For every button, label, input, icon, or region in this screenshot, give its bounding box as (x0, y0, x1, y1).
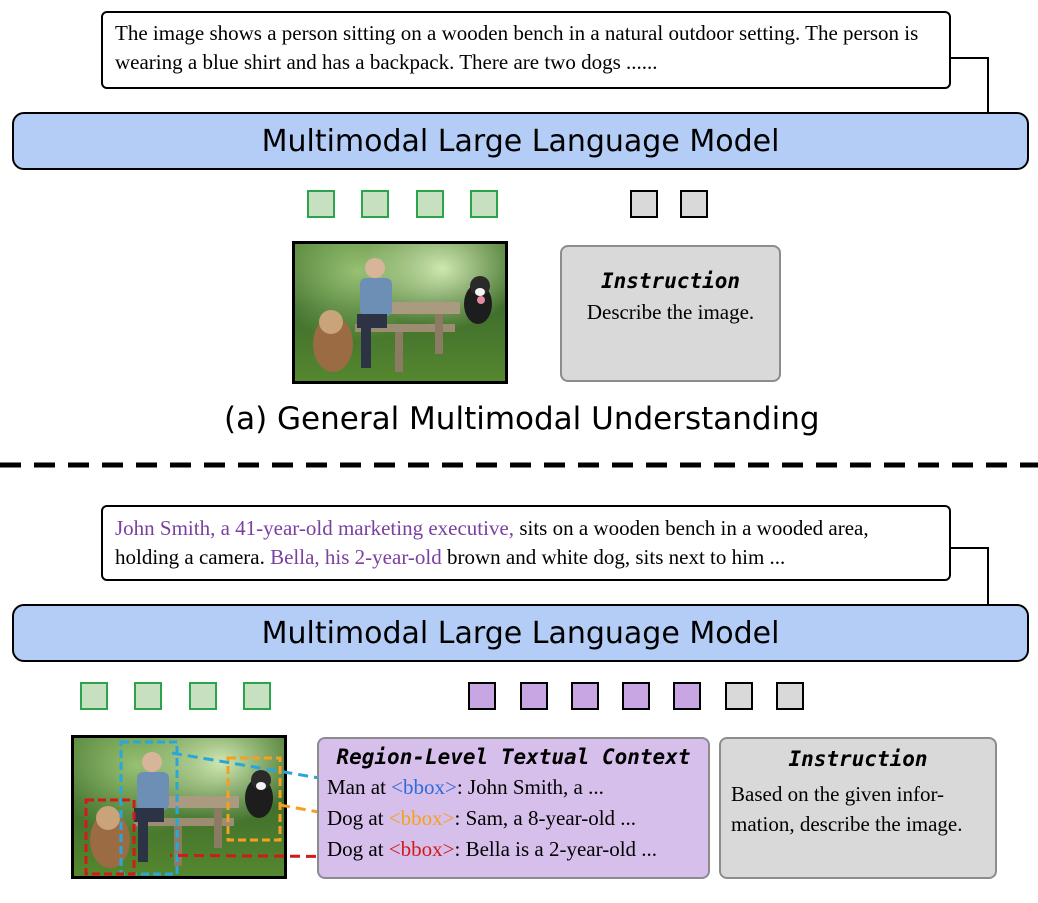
top-connector (950, 57, 989, 112)
bottom-instruction-box: Instruction Based on the given infor- ma… (719, 737, 997, 879)
photo-man-bench-two-dogs-icon (313, 258, 492, 372)
region-line-3: Dog at <bbox>: Bella is a 2-year-old ... (327, 837, 708, 862)
bottom-instruction-line-2: mation, describe the image. (731, 812, 963, 836)
photo-man-bench-two-dogs-with-boxes-icon (84, 740, 282, 876)
bottom-caption-part-1: John Smith, a 41-year-old marketing exec… (115, 516, 515, 540)
top-text-token-1 (630, 190, 658, 218)
top-text-token-2 (680, 190, 708, 218)
bottom-image-token-3 (189, 682, 217, 710)
region-line-3-prefix: Dog at (327, 837, 389, 861)
bottom-instruction-line-1: Based on the given infor- (731, 782, 945, 806)
bottom-image-token-4 (243, 682, 271, 710)
region-line-3-bbox: <bbox> (388, 837, 455, 861)
top-model-label: Multimodal Large Language Model (261, 123, 780, 159)
bottom-region-token-1 (468, 682, 496, 710)
bottom-model-label: Multimodal Large Language Model (261, 615, 780, 651)
bottom-region-token-2 (520, 682, 548, 710)
top-caption-box: The image shows a person sitting on a wo… (101, 11, 951, 89)
bottom-caption-part-3: Bella, his 2-year-old (270, 545, 442, 569)
bottom-region-token-3 (571, 682, 599, 710)
top-image-token-1 (307, 190, 335, 218)
top-image-token-4 (470, 190, 498, 218)
region-line-1-prefix: Man at (327, 775, 392, 799)
section-a-title: (a) General Multimodal Understanding (224, 401, 824, 441)
bottom-caption-part-4: brown and white dog, sits next to him ..… (441, 545, 786, 569)
region-line-2-prefix: Dog at (327, 806, 389, 830)
bottom-image-token-1 (80, 682, 108, 710)
top-model-bar: Multimodal Large Language Model (12, 112, 1029, 170)
region-line-2-bbox: <bbox> (388, 806, 455, 830)
region-context-title: Region-Level Textual Context (336, 745, 691, 769)
region-line-3-suffix: : Bella is a 2-year-old ... (454, 837, 658, 861)
section-a-title-text: (a) General Multimodal Understanding (224, 401, 820, 437)
section-divider (0, 462, 1038, 468)
region-line-2-suffix: : Sam, a 8-year-old ... (454, 806, 637, 830)
bottom-caption-part-2: sits on a wooden bench in a wooded area,… (115, 516, 869, 569)
bottom-instruction-title: Instruction (788, 747, 928, 771)
region-line-1: Man at <bbox>: John Smith, a ... (327, 775, 708, 800)
bottom-text-token-1 (725, 682, 753, 710)
bottom-image-token-2 (134, 682, 162, 710)
top-instruction-text: Describe the image. (586, 300, 755, 324)
top-caption-text: The image shows a person sitting on a wo… (115, 21, 919, 74)
top-image-token-3 (416, 190, 444, 218)
region-line-2: Dog at <bbox>: Sam, a 8-year-old ... (327, 806, 708, 831)
top-instruction-box: Instruction Describe the image. (560, 245, 781, 382)
top-instruction-title: Instruction (600, 269, 741, 293)
region-line-1-suffix: : John Smith, a ... (456, 775, 604, 799)
top-image-token-2 (361, 190, 389, 218)
region-context-box: Region-Level Textual Context Man at <bbo… (317, 737, 710, 879)
bottom-connector (950, 547, 989, 604)
top-photo (292, 241, 508, 384)
bottom-model-bar: Multimodal Large Language Model (12, 604, 1029, 662)
bottom-region-token-5 (673, 682, 701, 710)
bottom-caption-box: John Smith, a 41-year-old marketing exec… (101, 505, 951, 581)
bottom-text-token-2 (776, 682, 804, 710)
region-line-1-bbox: <bbox> (391, 775, 457, 799)
bottom-region-token-4 (622, 682, 650, 710)
